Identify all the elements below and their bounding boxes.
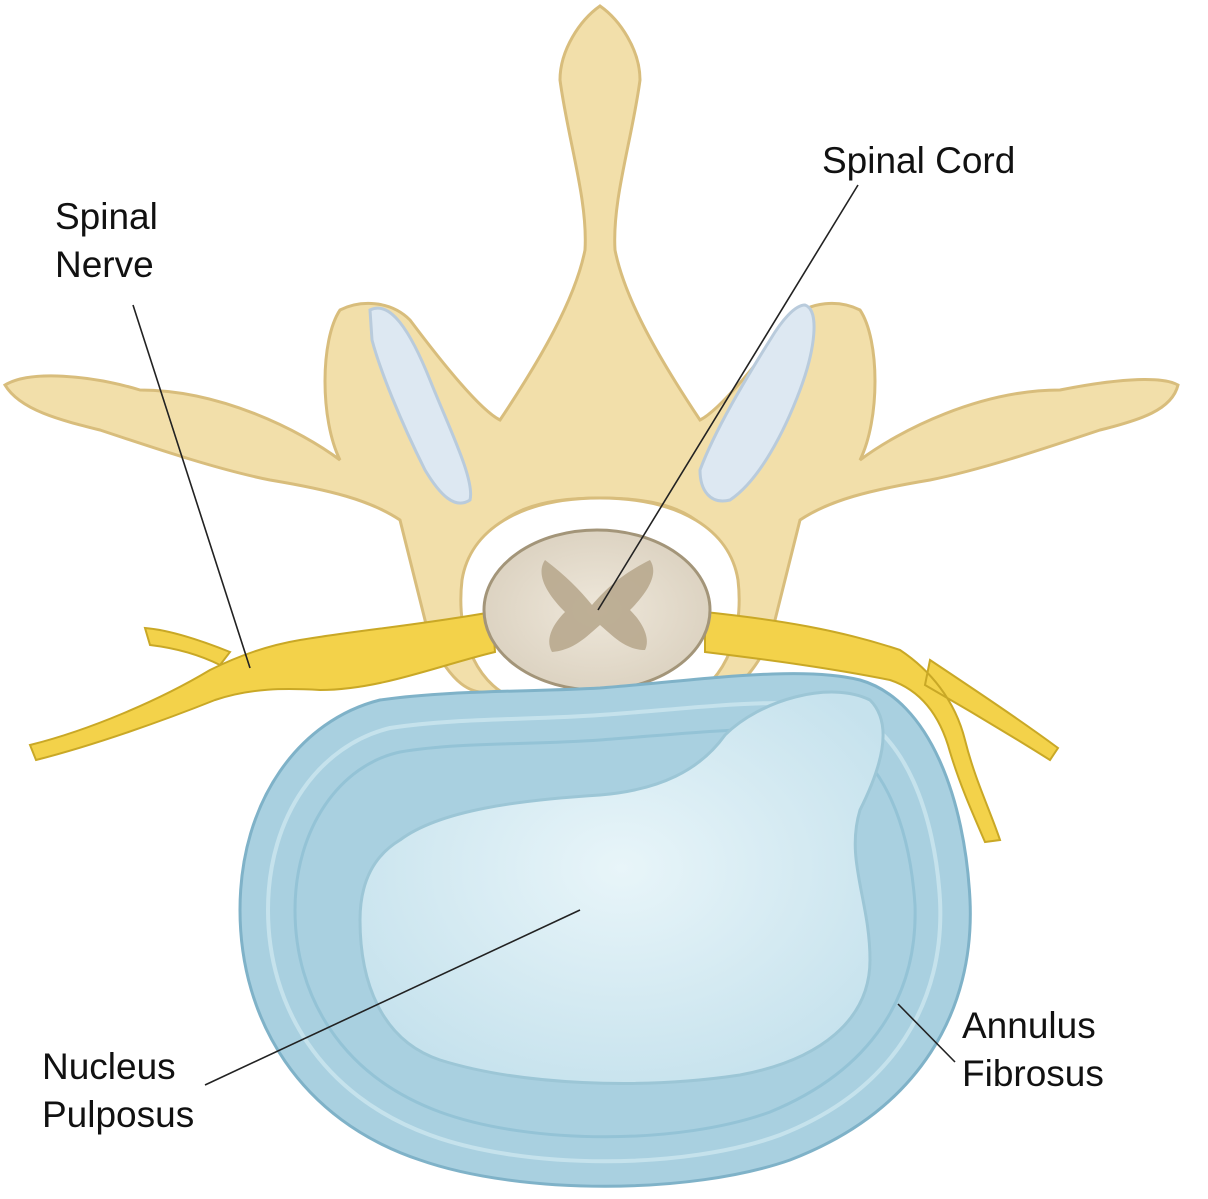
label-line: Annulus [962,1005,1096,1046]
label-line: Pulposus [42,1094,195,1135]
leader-line-spinal-cord [597,184,859,611]
label-nucleus-pulposus: Nucleus Pulposus [42,1043,194,1139]
leader-line-annulus [897,1003,956,1063]
facet-cartilage-left [368,306,473,505]
cord-gray-matter [541,560,654,652]
leader-line-spinal-nerve [132,304,251,669]
spinal-nerve-right [704,610,1060,844]
label-spinal-cord: Spinal Cord [822,137,1015,185]
label-line: Nerve [55,244,154,285]
label-annulus-fibrosus: Annulus Fibrosus [962,1002,1104,1098]
label-line: Fibrosus [962,1053,1104,1094]
spinal-nerve-left [28,610,497,762]
label-spinal-nerve: Spinal Nerve [55,193,158,289]
facet-cartilage-right [698,303,816,503]
label-line: Nucleus [42,1046,176,1087]
leader-line-nucleus [204,909,581,1086]
label-line: Spinal [55,196,158,237]
label-line: Spinal Cord [822,140,1016,181]
nucleus-pulposus [358,690,885,1085]
